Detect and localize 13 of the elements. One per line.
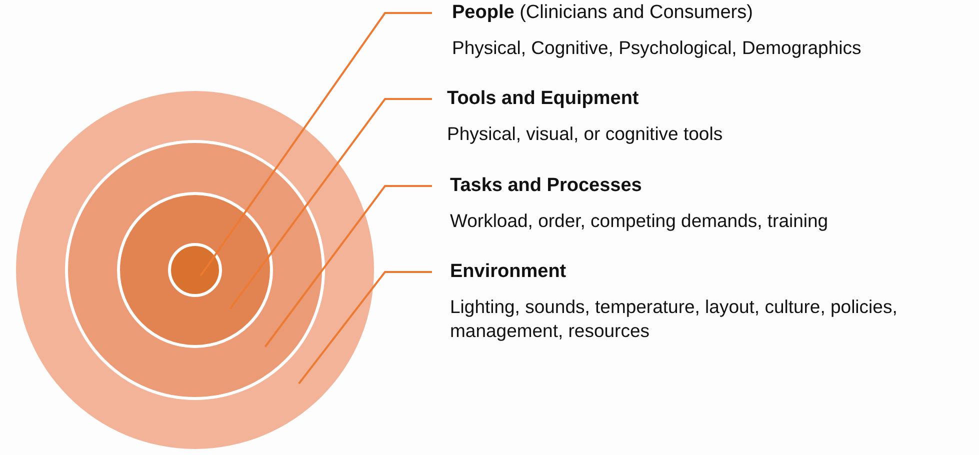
leader-line bbox=[229, 98, 432, 310]
leader-line bbox=[200, 12, 432, 277]
category-heading: Tools and Equipment bbox=[447, 87, 640, 111]
category-description: Physical, Cognitive, Psychological, Demographics bbox=[452, 36, 862, 60]
ring-circle bbox=[168, 243, 222, 297]
leader-line bbox=[298, 271, 432, 384]
category-description: Lighting, sounds, temperature, layout, culture, policies, management, resources bbox=[450, 295, 898, 343]
category-heading: People (Clinicians and Consumers) bbox=[452, 1, 754, 25]
category-description: Workload, order, competing demands, training bbox=[450, 209, 830, 233]
category-heading: Tasks and Processes bbox=[450, 174, 643, 198]
leader-line bbox=[264, 185, 432, 348]
category-description: Physical, visual, or cognitive tools bbox=[447, 122, 724, 146]
category-heading: Environment bbox=[450, 260, 568, 284]
